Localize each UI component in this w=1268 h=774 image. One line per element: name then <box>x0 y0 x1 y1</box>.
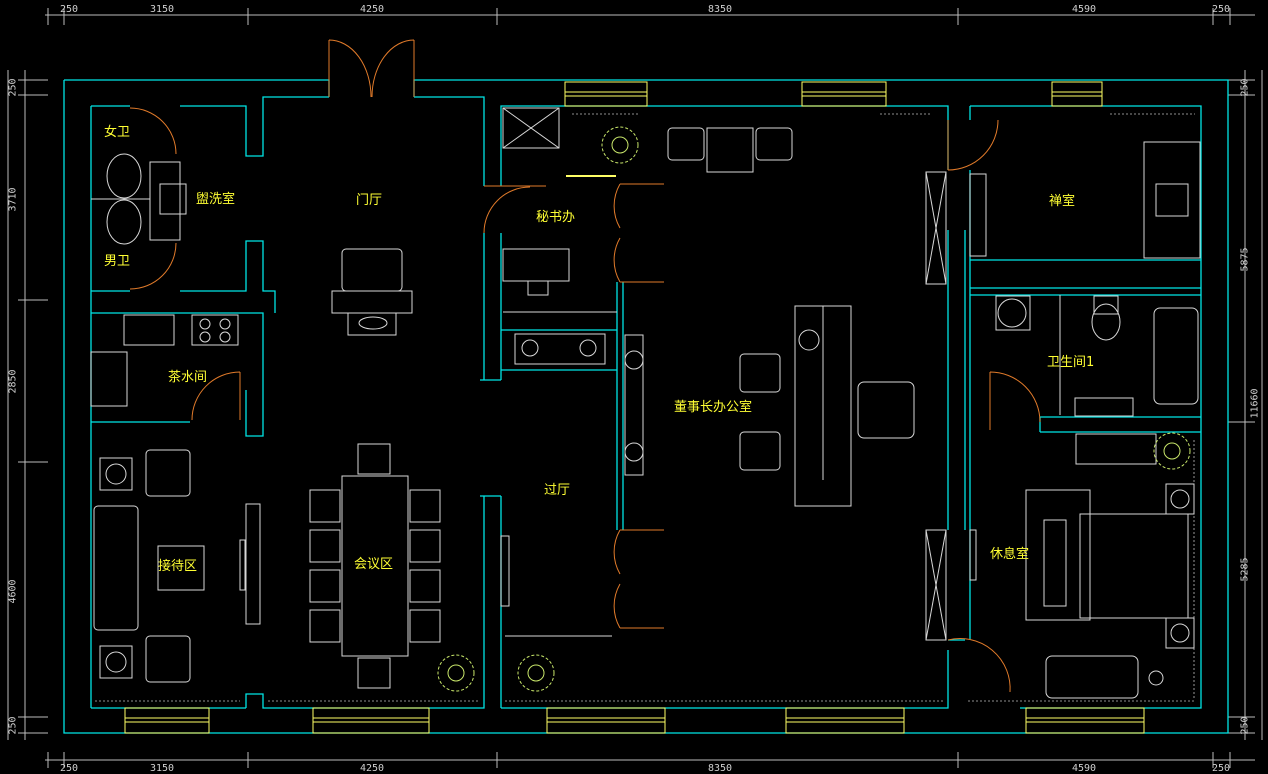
room-label-hallway: 过厅 <box>544 483 571 498</box>
walls <box>63 79 1229 734</box>
dim-left-4: 4600 <box>7 579 19 604</box>
dim-bottom-6: 250 <box>1212 763 1231 774</box>
meditation-room-furniture <box>969 141 1201 259</box>
room-label-tea-room: 茶水间 <box>168 370 208 385</box>
dim-left-1: 250 <box>7 78 19 97</box>
room-label-lobby: 门厅 <box>356 193 383 208</box>
dim-left-3: 2850 <box>7 369 19 394</box>
dim-right-total: 11660 <box>1249 388 1261 419</box>
dim-top-2: 3150 <box>150 4 175 15</box>
dimension-ticks-bottom <box>47 752 1231 768</box>
dim-right-2: 5875 <box>1239 247 1251 272</box>
room-label-chairman-office: 董事长办公室 <box>674 400 753 415</box>
room-label-reception-area: 接待区 <box>158 559 198 574</box>
dim-bottom-1: 250 <box>60 763 79 774</box>
room-label-bathroom-1: 卫生间1 <box>1047 355 1095 370</box>
washroom-fixtures <box>91 153 187 245</box>
room-label-secretary-office: 秘书办 <box>536 210 576 225</box>
secretary-furniture <box>502 107 617 365</box>
dim-bottom-4: 8350 <box>708 763 733 774</box>
dim-top-6: 250 <box>1212 4 1231 15</box>
doors <box>129 39 1041 693</box>
dim-top-1: 250 <box>60 4 79 15</box>
dimension-lines <box>7 8 1263 768</box>
dim-top-4: 8350 <box>708 4 733 15</box>
dim-left-5: 250 <box>7 716 19 735</box>
dim-right-1: 250 <box>1239 78 1251 97</box>
plants <box>437 126 1191 692</box>
dim-bottom-2: 3150 <box>150 763 175 774</box>
hallway-partition <box>500 535 612 637</box>
room-label-meditation-room: 禅室 <box>1049 194 1076 209</box>
dimension-ticks-top <box>47 8 1231 25</box>
room-label-washroom: 盥洗室 <box>196 192 236 207</box>
curtains <box>95 113 1196 702</box>
room-label-rest-room: 休息室 <box>990 547 1030 562</box>
furniture <box>90 107 1201 699</box>
room-label-womens-wc: 女卫 <box>104 125 131 140</box>
room-label-mens-wc: 男卫 <box>104 254 131 269</box>
dim-right-3: 5285 <box>1239 557 1251 582</box>
dimension-ticks-right <box>1228 79 1255 734</box>
dim-right-4: 250 <box>1239 716 1251 735</box>
dim-left-2: 3710 <box>7 187 19 212</box>
rest-room-furniture <box>969 433 1195 699</box>
dim-bottom-5: 4590 <box>1072 763 1097 774</box>
dim-left-total: 11660 <box>0 390 3 421</box>
windows <box>124 81 1145 734</box>
room-label-meeting-area: 会议区 <box>354 557 394 572</box>
reception-furniture <box>93 449 261 683</box>
lobby-desk <box>331 248 413 336</box>
bathroom-fixtures <box>995 295 1199 417</box>
tea-room-fixtures <box>90 314 239 407</box>
dim-top-5: 4590 <box>1072 4 1097 15</box>
dimension-ticks-left <box>18 79 48 734</box>
chairman-office-furniture <box>624 127 947 641</box>
dim-bottom-3: 4250 <box>360 763 385 774</box>
dim-top-3: 4250 <box>360 4 385 15</box>
meeting-table <box>309 443 441 689</box>
